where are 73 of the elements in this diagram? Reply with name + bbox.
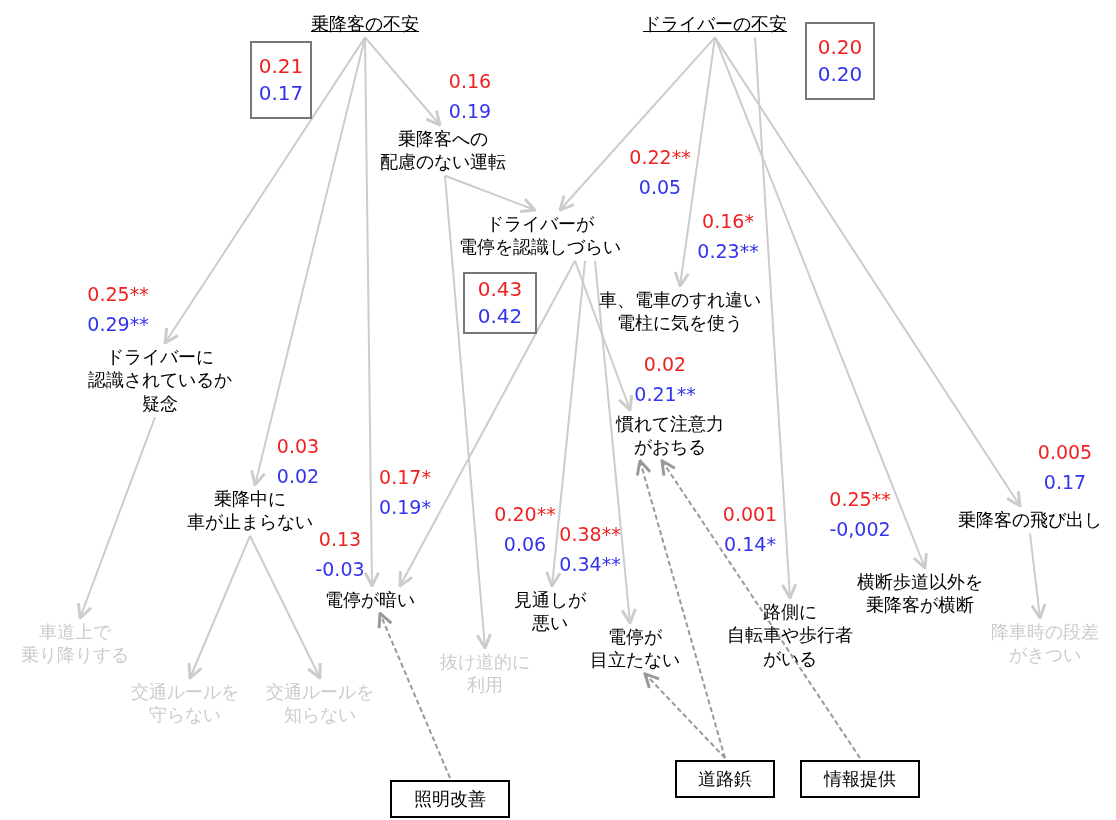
factor-label: 乗降中に車が止まらない — [187, 487, 313, 534]
arrow — [444, 174, 537, 213]
arrow — [249, 534, 322, 680]
path-coefficient: 0.001 — [722, 505, 778, 524]
dashed-arrow — [643, 672, 726, 759]
arrow — [398, 259, 576, 588]
arrow — [444, 174, 492, 650]
value-box — [250, 41, 312, 119]
value-box — [805, 22, 875, 100]
arrow — [187, 534, 251, 680]
factor-label: 乗降客の飛び出し — [958, 508, 1102, 532]
arrow — [574, 259, 634, 412]
path-coefficient: 0.29** — [87, 315, 149, 334]
measure-box: 情報提供 — [800, 760, 920, 798]
arrow — [1029, 532, 1047, 620]
path-coefficient: 0.16* — [702, 212, 754, 231]
arrow — [714, 36, 1022, 508]
coefficient-value: 0.20 — [817, 34, 863, 61]
factor-label: 横断歩道以外を乗降客が横断 — [857, 570, 983, 617]
path-coefficient: 0.03 — [276, 437, 320, 456]
factor-heading: ドライバーの不安 — [643, 12, 787, 36]
measure-box: 照明改善 — [390, 780, 510, 818]
path-coefficient: -0,002 — [829, 520, 891, 539]
path-coefficient: 0.22** — [629, 148, 691, 167]
dashed-arrow — [660, 459, 861, 759]
dashed-arrow — [377, 611, 451, 779]
path-coefficient: 0.02 — [276, 467, 320, 486]
arrow — [673, 36, 716, 288]
path-coefficient: 0.38** — [559, 525, 621, 544]
coefficient-value: 0.17 — [258, 80, 304, 107]
path-coefficient: 0.21** — [634, 385, 696, 404]
arrow — [363, 36, 380, 588]
factor-label: 電停が目立たない — [590, 625, 680, 672]
path-coefficient: 0.17 — [1043, 473, 1087, 492]
path-coefficient: 0.23** — [697, 242, 759, 261]
coefficient-value: 0.20 — [817, 61, 863, 88]
path-coefficient: 0.25** — [829, 490, 891, 509]
path-coefficient: 0.02 — [643, 355, 687, 374]
path-coefficient: 0.19* — [379, 498, 431, 517]
factor-label: 路側に自転車や歩行者がいる — [727, 600, 853, 671]
factor-label: 乗降客への配慮のない運転 — [380, 127, 506, 174]
factor-label: 見通しが悪い — [514, 588, 586, 635]
path-coefficient: 0.20** — [494, 505, 556, 524]
arrow — [558, 36, 716, 212]
path-coefficient: 0.17* — [379, 468, 431, 487]
arrow — [76, 416, 156, 620]
path-coefficient: 0.06 — [503, 535, 547, 554]
measure-box: 道路鋲 — [675, 760, 775, 798]
path-coefficient: 0.13 — [318, 530, 362, 549]
path-coefficient: 0.05 — [638, 178, 682, 197]
arrow — [364, 36, 442, 127]
coefficient-value: 0.42 — [477, 303, 523, 330]
path-coefficient: 0.005 — [1037, 443, 1093, 462]
arrow — [754, 36, 798, 600]
factor-label: ドライバーが電停を認識しづらい — [459, 212, 621, 259]
path-coefficient: 0.19 — [448, 102, 492, 121]
factor-label: 慣れて注意力がおちる — [616, 412, 724, 459]
path-coefficient: 0.16 — [448, 72, 492, 91]
factor-heading: 乗降客の不安 — [311, 12, 419, 36]
arrow — [545, 259, 586, 588]
dashed-arrow — [635, 459, 726, 759]
coefficient-value: 0.21 — [258, 53, 304, 80]
coefficient-value: 0.43 — [477, 276, 523, 303]
arrow — [163, 36, 366, 345]
path-coefficient: 0.34** — [559, 555, 621, 574]
path-coefficient: 0.14* — [724, 535, 776, 554]
factor-label: 車、電車のすれ違い電柱に気を使う — [599, 288, 761, 335]
path-coefficient: -0.03 — [315, 560, 365, 579]
path-coefficient: 0.25** — [87, 285, 149, 304]
arrow — [594, 259, 637, 625]
factor-label: ドライバーに認識されているか疑念 — [88, 345, 232, 416]
value-box — [463, 272, 537, 334]
factor-label: 電停が暗い — [325, 588, 415, 612]
